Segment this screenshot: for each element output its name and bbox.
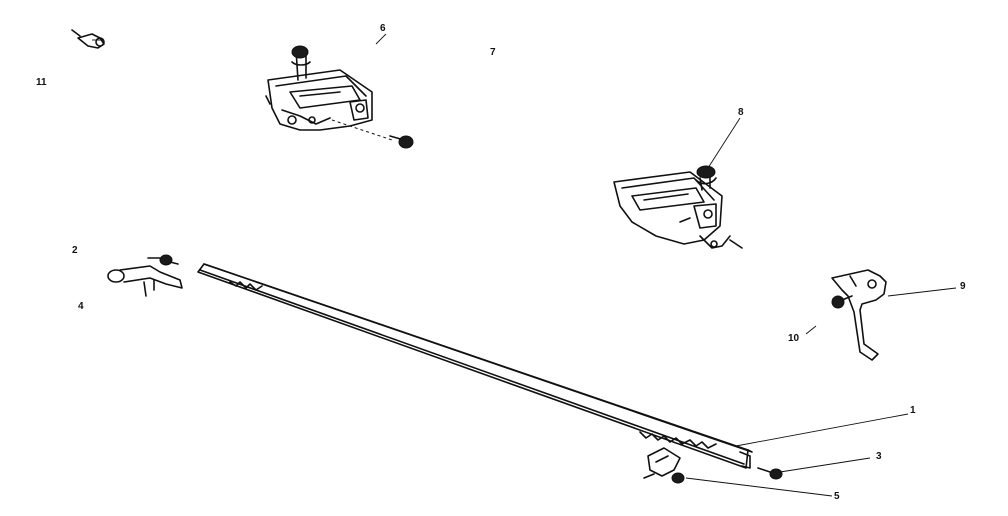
leader-5: [685, 477, 833, 497]
part-4-lever: [107, 265, 183, 297]
callout-11: 11: [36, 77, 47, 88]
part-11-fitting: [71, 29, 105, 49]
part-3-screw: [757, 467, 783, 480]
callout-8: 8: [738, 107, 744, 118]
callout-6: 6: [380, 23, 386, 34]
part-10-screw: [831, 295, 853, 309]
leader-6: [375, 33, 387, 45]
callout-9: 9: [960, 281, 966, 292]
leader-8: [707, 117, 741, 169]
callout-1: 1: [910, 405, 916, 416]
leader-1: [735, 413, 909, 447]
callout-3: 3: [876, 451, 882, 462]
callout-7: 7: [490, 47, 496, 58]
callout-10: 10: [788, 333, 800, 344]
leader-10: [805, 325, 817, 335]
part-6-bracket-assembly: [265, 45, 373, 131]
part-5-lever: [643, 447, 685, 484]
part-2-screw: [147, 254, 179, 266]
callout-5: 5: [834, 491, 840, 502]
part-1-rack-bar: [197, 263, 753, 469]
callout-2: 2: [72, 245, 78, 256]
part-6-screw: [389, 135, 414, 149]
callout-4: 4: [78, 301, 84, 312]
leader-9: [887, 287, 957, 297]
part-6-screw-line: [331, 119, 393, 141]
part-9-hook-bracket: [831, 269, 887, 361]
part-8-bracket-assembly: [613, 165, 743, 249]
leader-3: [779, 457, 871, 473]
